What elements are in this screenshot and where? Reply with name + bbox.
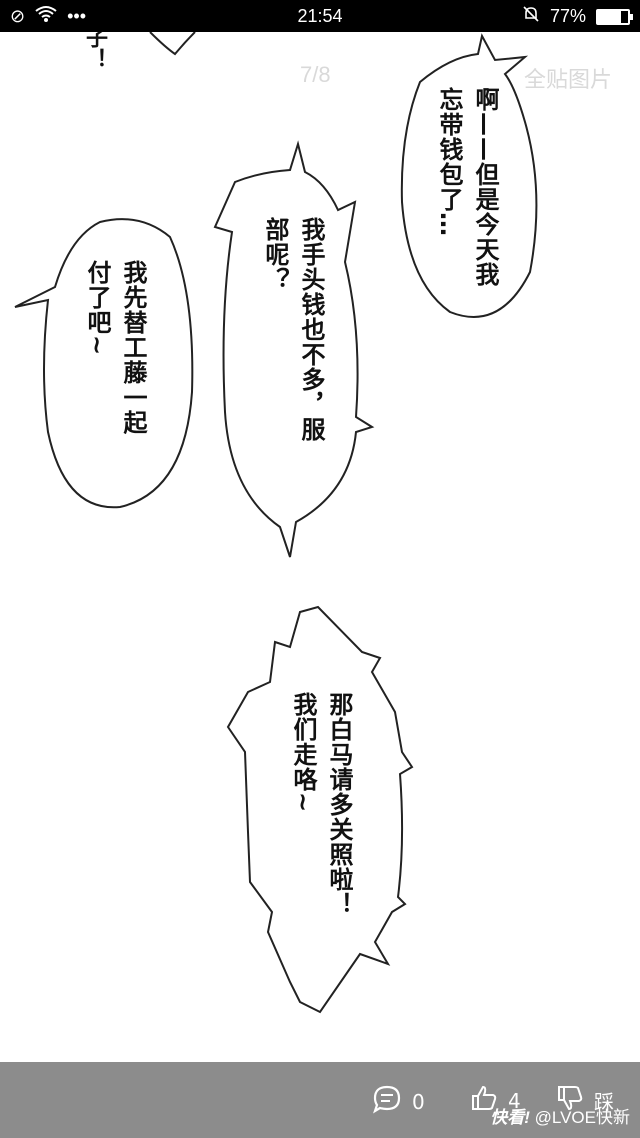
more-dots-icon: ••• — [67, 6, 86, 26]
speech-bubble-3-col2: 付了吧~ — [83, 260, 111, 357]
page-counter: 7/8 — [300, 62, 331, 87]
watermark-brand: 快看! — [490, 1108, 530, 1127]
comment-button[interactable]: 0 — [372, 1084, 425, 1119]
mute-bell-icon — [522, 5, 540, 28]
previous-bubble-fragment: 子！ — [82, 32, 107, 70]
dislike-button[interactable]: 踩 — [556, 1084, 614, 1117]
speech-bubble-2-col2: 部呢？ — [261, 217, 289, 292]
image-viewer[interactable]: 子！ 7/8 全贴图片 啊——但是今天我 忘带钱包了… 我手头钱也不多，服 部呢… — [0, 32, 640, 1062]
comment-icon — [372, 1084, 402, 1119]
speech-bubble-2-col1: 我手头钱也不多，服 — [297, 217, 325, 442]
battery-icon — [596, 8, 633, 25]
bottom-action-bar: 0 4 踩 快看! @LVOE快新 — [0, 1062, 640, 1138]
status-bar: ⊘ ••• 21:54 77% — [0, 0, 640, 32]
thumbs-up-icon — [470, 1084, 498, 1117]
status-time: 21:54 — [297, 6, 343, 26]
speech-bubble-1-col2: 忘带钱包了… — [435, 87, 463, 237]
comment-count: 0 — [412, 1089, 425, 1114]
speech-bubble-4-col1: 那白马请多关照啦！ — [325, 692, 353, 917]
all-images-button[interactable]: 全贴图片 — [523, 68, 612, 93]
battery-percent: 77% — [549, 6, 586, 26]
dislike-label: 踩 — [594, 1090, 614, 1114]
speech-bubble-3-col1: 我先替工藤一起 — [119, 260, 147, 435]
thumbs-down-icon — [556, 1084, 584, 1117]
watermark-user: @LVOE快新 — [534, 1108, 630, 1127]
speech-bubble-1-col1: 啊——但是今天我 — [471, 87, 499, 287]
status-right-icons: 77% — [522, 5, 633, 28]
like-count: 4 — [508, 1088, 521, 1113]
speech-bubble-4-col2: 我们走咯~ — [289, 692, 317, 814]
watermark: 快看! @LVOE快新 — [490, 1103, 630, 1128]
comic-page — [14, 32, 538, 1014]
no-sim-icon: ⊘ — [10, 6, 26, 26]
status-left-icons: ⊘ ••• — [10, 5, 86, 28]
like-button[interactable]: 4 — [470, 1084, 521, 1117]
wifi-icon — [35, 5, 57, 28]
